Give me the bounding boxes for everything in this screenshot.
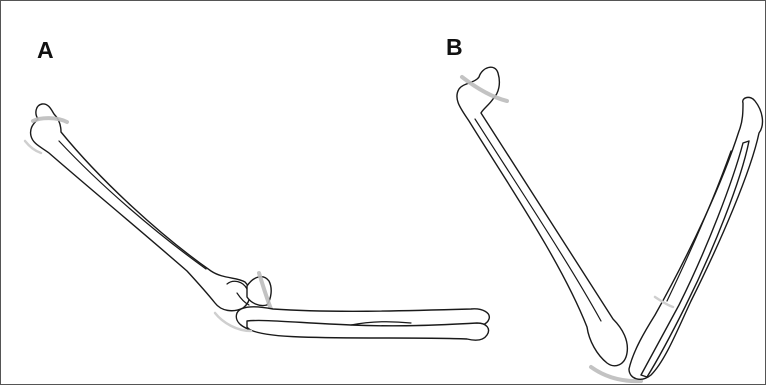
humerus-a bbox=[31, 104, 251, 311]
panel-b-drawing bbox=[457, 67, 763, 381]
panel-a-drawing bbox=[25, 104, 489, 340]
